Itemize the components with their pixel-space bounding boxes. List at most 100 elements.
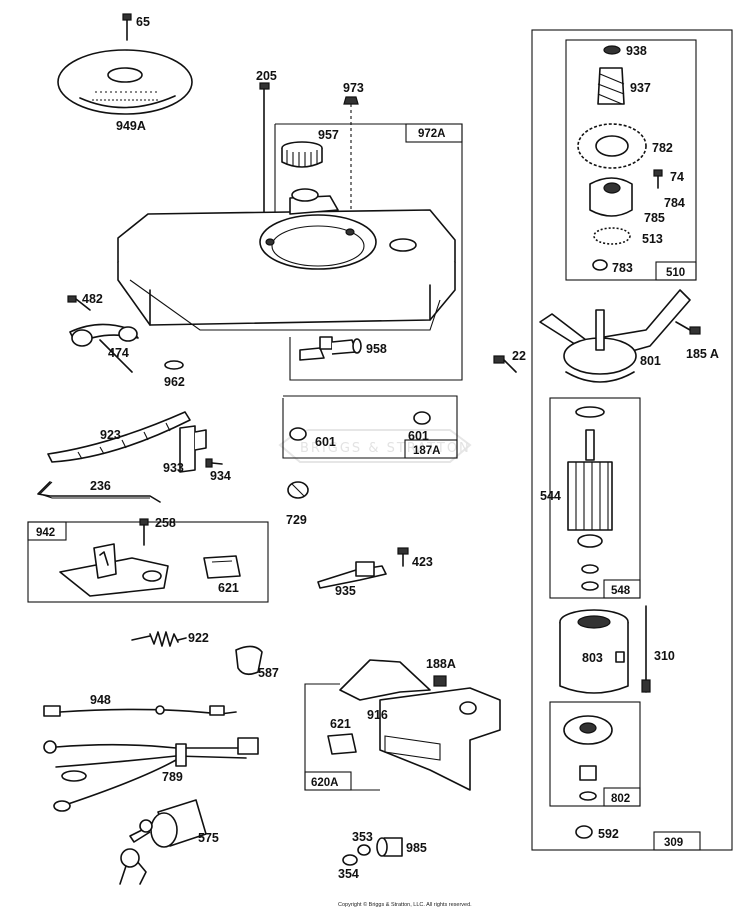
washer-354[interactable] [342, 854, 358, 866]
watermark: BRIGGS & STRATTON [278, 429, 472, 463]
control-bracket-942[interactable] [59, 543, 169, 597]
gear-782[interactable] [577, 123, 647, 169]
lever-935[interactable] [317, 561, 387, 589]
wire-948[interactable] [43, 705, 237, 717]
nut-783[interactable] [592, 259, 608, 271]
screw-185a[interactable] [675, 321, 701, 335]
svg-text:548: 548 [611, 585, 631, 597]
bracket-801[interactable] [539, 289, 691, 383]
label-621b: 621 [330, 717, 351, 731]
label-544: 544 [540, 489, 561, 503]
svg-text:309: 309 [664, 837, 683, 849]
label-621a: 621 [218, 581, 239, 595]
stop-switch-474[interactable] [69, 323, 139, 373]
screw-934[interactable] [205, 458, 223, 468]
label-985: 985 [406, 841, 427, 855]
label-310: 310 [654, 649, 675, 663]
label-354: 354 [338, 867, 359, 881]
svg-text:942: 942 [36, 527, 55, 539]
group-box-802: 802 [549, 701, 641, 807]
clip-621-right[interactable] [327, 733, 357, 755]
label-601b: 601 [408, 429, 429, 443]
label-973: 973 [343, 81, 364, 95]
label-22: 22 [512, 349, 526, 363]
retainer-938[interactable] [603, 45, 621, 55]
group-box-510: 510 [565, 39, 697, 281]
fuel-tank[interactable] [117, 188, 456, 331]
spring-923[interactable] [47, 411, 191, 463]
label-587: 587 [258, 666, 279, 680]
label-948: 948 [90, 693, 111, 707]
copyright-text: Copyright © Briggs & Stratton, LLC. All … [338, 901, 472, 908]
group-box-548: 548 [549, 397, 641, 599]
label-916: 916 [367, 708, 388, 722]
clip-621-left[interactable] [203, 555, 241, 579]
label-783: 783 [612, 261, 633, 275]
label-592: 592 [598, 827, 619, 841]
label-575: 575 [198, 831, 219, 845]
label-188a: 188A [426, 657, 456, 671]
label-601a: 601 [315, 435, 336, 449]
spring-513[interactable] [593, 227, 631, 245]
label-423: 423 [412, 555, 433, 569]
fitting-973[interactable] [343, 96, 359, 225]
control-plate-916[interactable] [339, 659, 501, 791]
clip-587[interactable] [235, 645, 263, 676]
fitting-985[interactable] [376, 837, 403, 857]
label-923: 923 [100, 428, 121, 442]
svg-text:BRIGGS & STRATTON: BRIGGS & STRATTON [300, 441, 471, 456]
group-box-972a: 972A [274, 123, 463, 381]
label-236: 236 [90, 479, 111, 493]
fuel-cap-957[interactable] [281, 141, 323, 168]
spring-922[interactable] [131, 631, 187, 647]
label-937: 937 [630, 81, 651, 95]
label-922: 922 [188, 631, 209, 645]
svg-text:510: 510 [666, 267, 685, 279]
fuel-line-187a[interactable] [289, 411, 431, 441]
pinion-784[interactable] [589, 177, 633, 217]
screw-258[interactable] [139, 518, 149, 546]
screw-22[interactable] [493, 355, 517, 373]
label-784: 784 [664, 196, 685, 210]
label-789: 789 [162, 770, 183, 784]
label-258: 258 [155, 516, 176, 530]
wire-harness-789[interactable] [43, 737, 259, 812]
label-205: 205 [256, 69, 277, 83]
svg-text:620A: 620A [311, 777, 339, 789]
screw-65[interactable] [122, 13, 132, 41]
screw-205[interactable] [259, 82, 270, 226]
screw-423[interactable] [397, 547, 409, 567]
bracket-933[interactable] [179, 425, 207, 473]
fuel-valve-958[interactable] [299, 336, 362, 361]
grommet-962[interactable] [164, 360, 184, 370]
end-cap-802[interactable] [563, 715, 613, 801]
svg-text:187A: 187A [413, 445, 441, 457]
screw-482[interactable] [67, 295, 91, 311]
label-474: 474 [108, 346, 129, 360]
label-962: 962 [164, 375, 185, 389]
label-801: 801 [640, 354, 661, 368]
clamp-729[interactable] [287, 481, 309, 499]
bolt-310[interactable] [641, 605, 651, 693]
label-949a: 949A [116, 119, 146, 133]
housing-803[interactable] [559, 609, 629, 694]
label-782: 782 [652, 141, 673, 155]
key-switch-575[interactable] [119, 799, 207, 885]
group-box-620a: 620A [304, 683, 380, 791]
link-236[interactable] [37, 481, 161, 503]
label-785: 785 [644, 211, 665, 225]
flywheel-screen-949a[interactable] [57, 49, 193, 115]
label-482: 482 [82, 292, 103, 306]
group-box-309: 309 [531, 29, 733, 851]
label-957: 957 [318, 128, 339, 142]
label-185a: 185 A [686, 347, 719, 361]
armature-544[interactable] [567, 406, 613, 591]
screw-74[interactable] [653, 169, 663, 189]
helix-937[interactable] [597, 67, 625, 105]
label-74: 74 [670, 170, 684, 184]
label-958: 958 [366, 342, 387, 356]
nut-592[interactable] [575, 825, 593, 839]
nut-353[interactable] [357, 844, 371, 856]
